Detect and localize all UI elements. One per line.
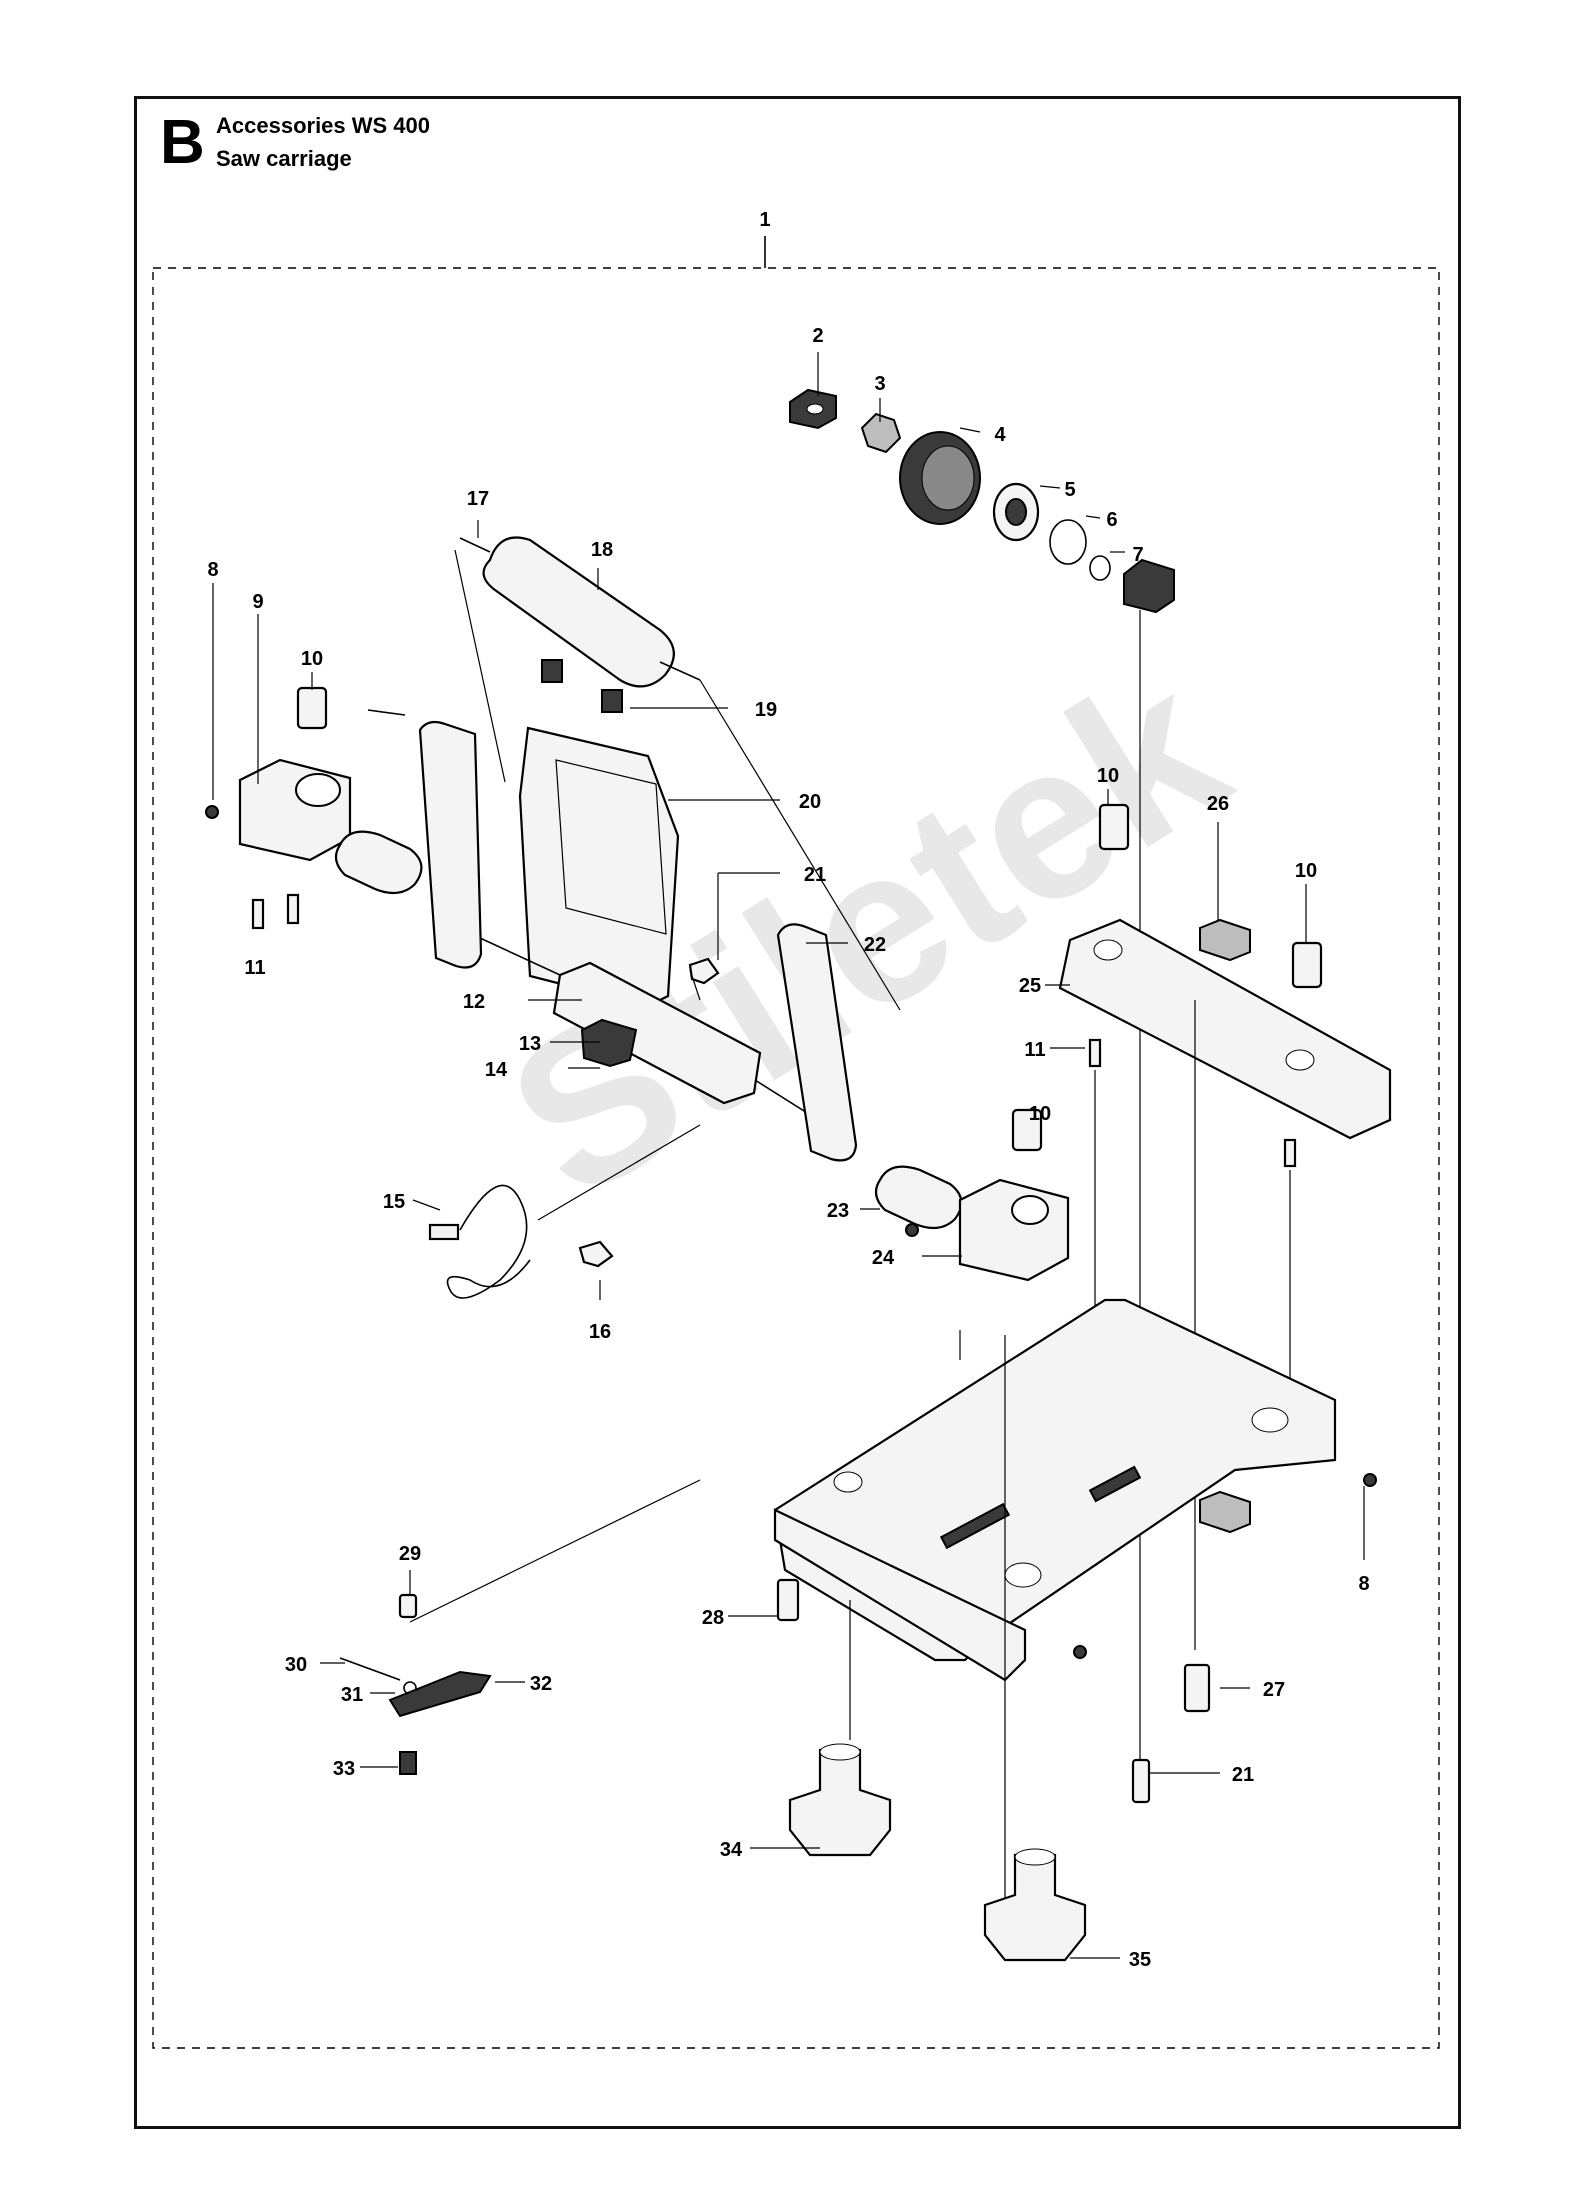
assembly-boundary xyxy=(152,267,1440,2049)
part-27-bolt xyxy=(1183,1663,1211,1713)
callout-25: 25 xyxy=(1019,975,1041,997)
callout-31: 31 xyxy=(341,1684,363,1706)
part-13-shaft-tube xyxy=(552,961,762,1105)
callout-10-c: 10 xyxy=(1295,860,1317,882)
part-10-bolt xyxy=(296,686,328,730)
callout-34: 34 xyxy=(720,1839,743,1861)
part-7-washer xyxy=(1089,555,1111,581)
section-letter: B xyxy=(160,108,205,177)
part-29-screw xyxy=(398,1593,418,1619)
part-11-pin xyxy=(251,898,265,930)
part-21-screw-b xyxy=(1131,1758,1151,1804)
part-22-arm xyxy=(776,923,858,1162)
part-28-bolt xyxy=(776,1578,800,1622)
bushing-left xyxy=(334,830,423,895)
part-19-spring-2 xyxy=(601,689,623,713)
carriage-beam xyxy=(1058,803,1392,1650)
part-25-beam xyxy=(1058,918,1392,1140)
callout-8: 8 xyxy=(207,559,218,581)
callout-13: 13 xyxy=(519,1033,541,1055)
diagram-subtitle: Saw carriage xyxy=(216,146,352,171)
part-15-cable xyxy=(446,1184,531,1299)
part-19-spring xyxy=(541,659,563,683)
callout-33: 33 xyxy=(333,1758,355,1780)
callout-5: 5 xyxy=(1064,479,1075,501)
callout-15: 15 xyxy=(383,1191,405,1213)
callout-16: 16 xyxy=(589,1321,611,1343)
callout-14: 14 xyxy=(485,1059,508,1081)
part-10-bolt-d xyxy=(1291,941,1323,989)
part-14-clip xyxy=(580,1018,638,1068)
part-35-foot xyxy=(983,1853,1087,1962)
callout-4: 4 xyxy=(994,424,1006,446)
callout-11-b: 11 xyxy=(1024,1039,1045,1061)
part-6-circlip xyxy=(1049,519,1087,565)
callout-1: 1 xyxy=(759,209,770,231)
callout-32: 32 xyxy=(530,1673,552,1695)
callout-27: 27 xyxy=(1263,1679,1285,1701)
callout-10-d: 10 xyxy=(1029,1103,1051,1125)
callout-21-b: 21 xyxy=(1232,1764,1254,1786)
part-30-pin xyxy=(339,1657,401,1681)
diagram-frame xyxy=(134,96,1461,2129)
part-7-knob xyxy=(1123,558,1175,614)
callout-24: 24 xyxy=(872,1247,895,1269)
roller-assembly xyxy=(454,536,901,1011)
part-8-screw-b xyxy=(1363,1473,1377,1487)
callout-22: 22 xyxy=(864,934,886,956)
part-10-bolt-b xyxy=(1011,1108,1043,1152)
callout-19: 19 xyxy=(755,699,777,721)
left-bracket xyxy=(205,686,423,930)
part-24-bracket xyxy=(958,1178,1070,1282)
callout-26: 26 xyxy=(1207,793,1229,815)
base-plate xyxy=(773,1298,1377,1900)
callout-3: 3 xyxy=(874,373,885,395)
callout-10-b: 10 xyxy=(1097,765,1119,787)
callout-18: 18 xyxy=(591,539,613,561)
part-10-bolt-c xyxy=(1098,803,1130,851)
arm-and-shaft xyxy=(418,720,851,1141)
part-26-block xyxy=(1199,918,1251,962)
part-11-pin-b xyxy=(1088,1038,1102,1068)
callout-2: 2 xyxy=(812,325,823,347)
part-33-spring xyxy=(399,1751,417,1775)
callout-20: 20 xyxy=(799,791,821,813)
callout-30: 30 xyxy=(285,1654,307,1676)
part-20-plate xyxy=(518,726,680,1008)
callout-8-b: 8 xyxy=(1358,1573,1369,1595)
callout-23: 23 xyxy=(827,1200,849,1222)
cable-assembly xyxy=(428,1124,701,1299)
base-plate-body xyxy=(773,1298,1337,1662)
part-3-shaft xyxy=(860,412,902,454)
part-9-bracket xyxy=(238,758,352,862)
right-arm-bracket xyxy=(776,923,1070,1282)
part-8-screw xyxy=(205,805,219,819)
leader-lines xyxy=(212,352,1365,1959)
part-34-foot xyxy=(788,1748,892,1857)
callout-9: 9 xyxy=(252,591,263,613)
part-23-bushing xyxy=(874,1165,963,1230)
handwheel-assembly xyxy=(789,388,1175,1760)
callout-11-a: 11 xyxy=(244,957,265,979)
callout-35: 35 xyxy=(1129,1949,1151,1971)
diagram-title: Accessories WS 400 xyxy=(216,113,431,138)
callout-12: 12 xyxy=(463,991,485,1013)
lower-parts xyxy=(339,1479,1211,1962)
callout-21-a: 21 xyxy=(804,864,826,886)
part-18-roller xyxy=(482,536,675,688)
left-arm xyxy=(418,720,483,969)
part-16-screw xyxy=(578,1240,614,1268)
callout-29: 29 xyxy=(399,1543,421,1565)
callout-7: 7 xyxy=(1132,544,1143,566)
callout-10-a: 10 xyxy=(301,648,323,670)
callout-6: 6 xyxy=(1106,509,1117,531)
part-26-block-b xyxy=(1199,1490,1251,1534)
callout-17: 17 xyxy=(467,488,489,510)
callout-28: 28 xyxy=(702,1607,724,1629)
callout-labels: 1 2 3 4 5 6 7 8 9 10 10 10 10 11 11 12 1… xyxy=(207,209,1369,1971)
part-32-lever xyxy=(388,1670,492,1718)
